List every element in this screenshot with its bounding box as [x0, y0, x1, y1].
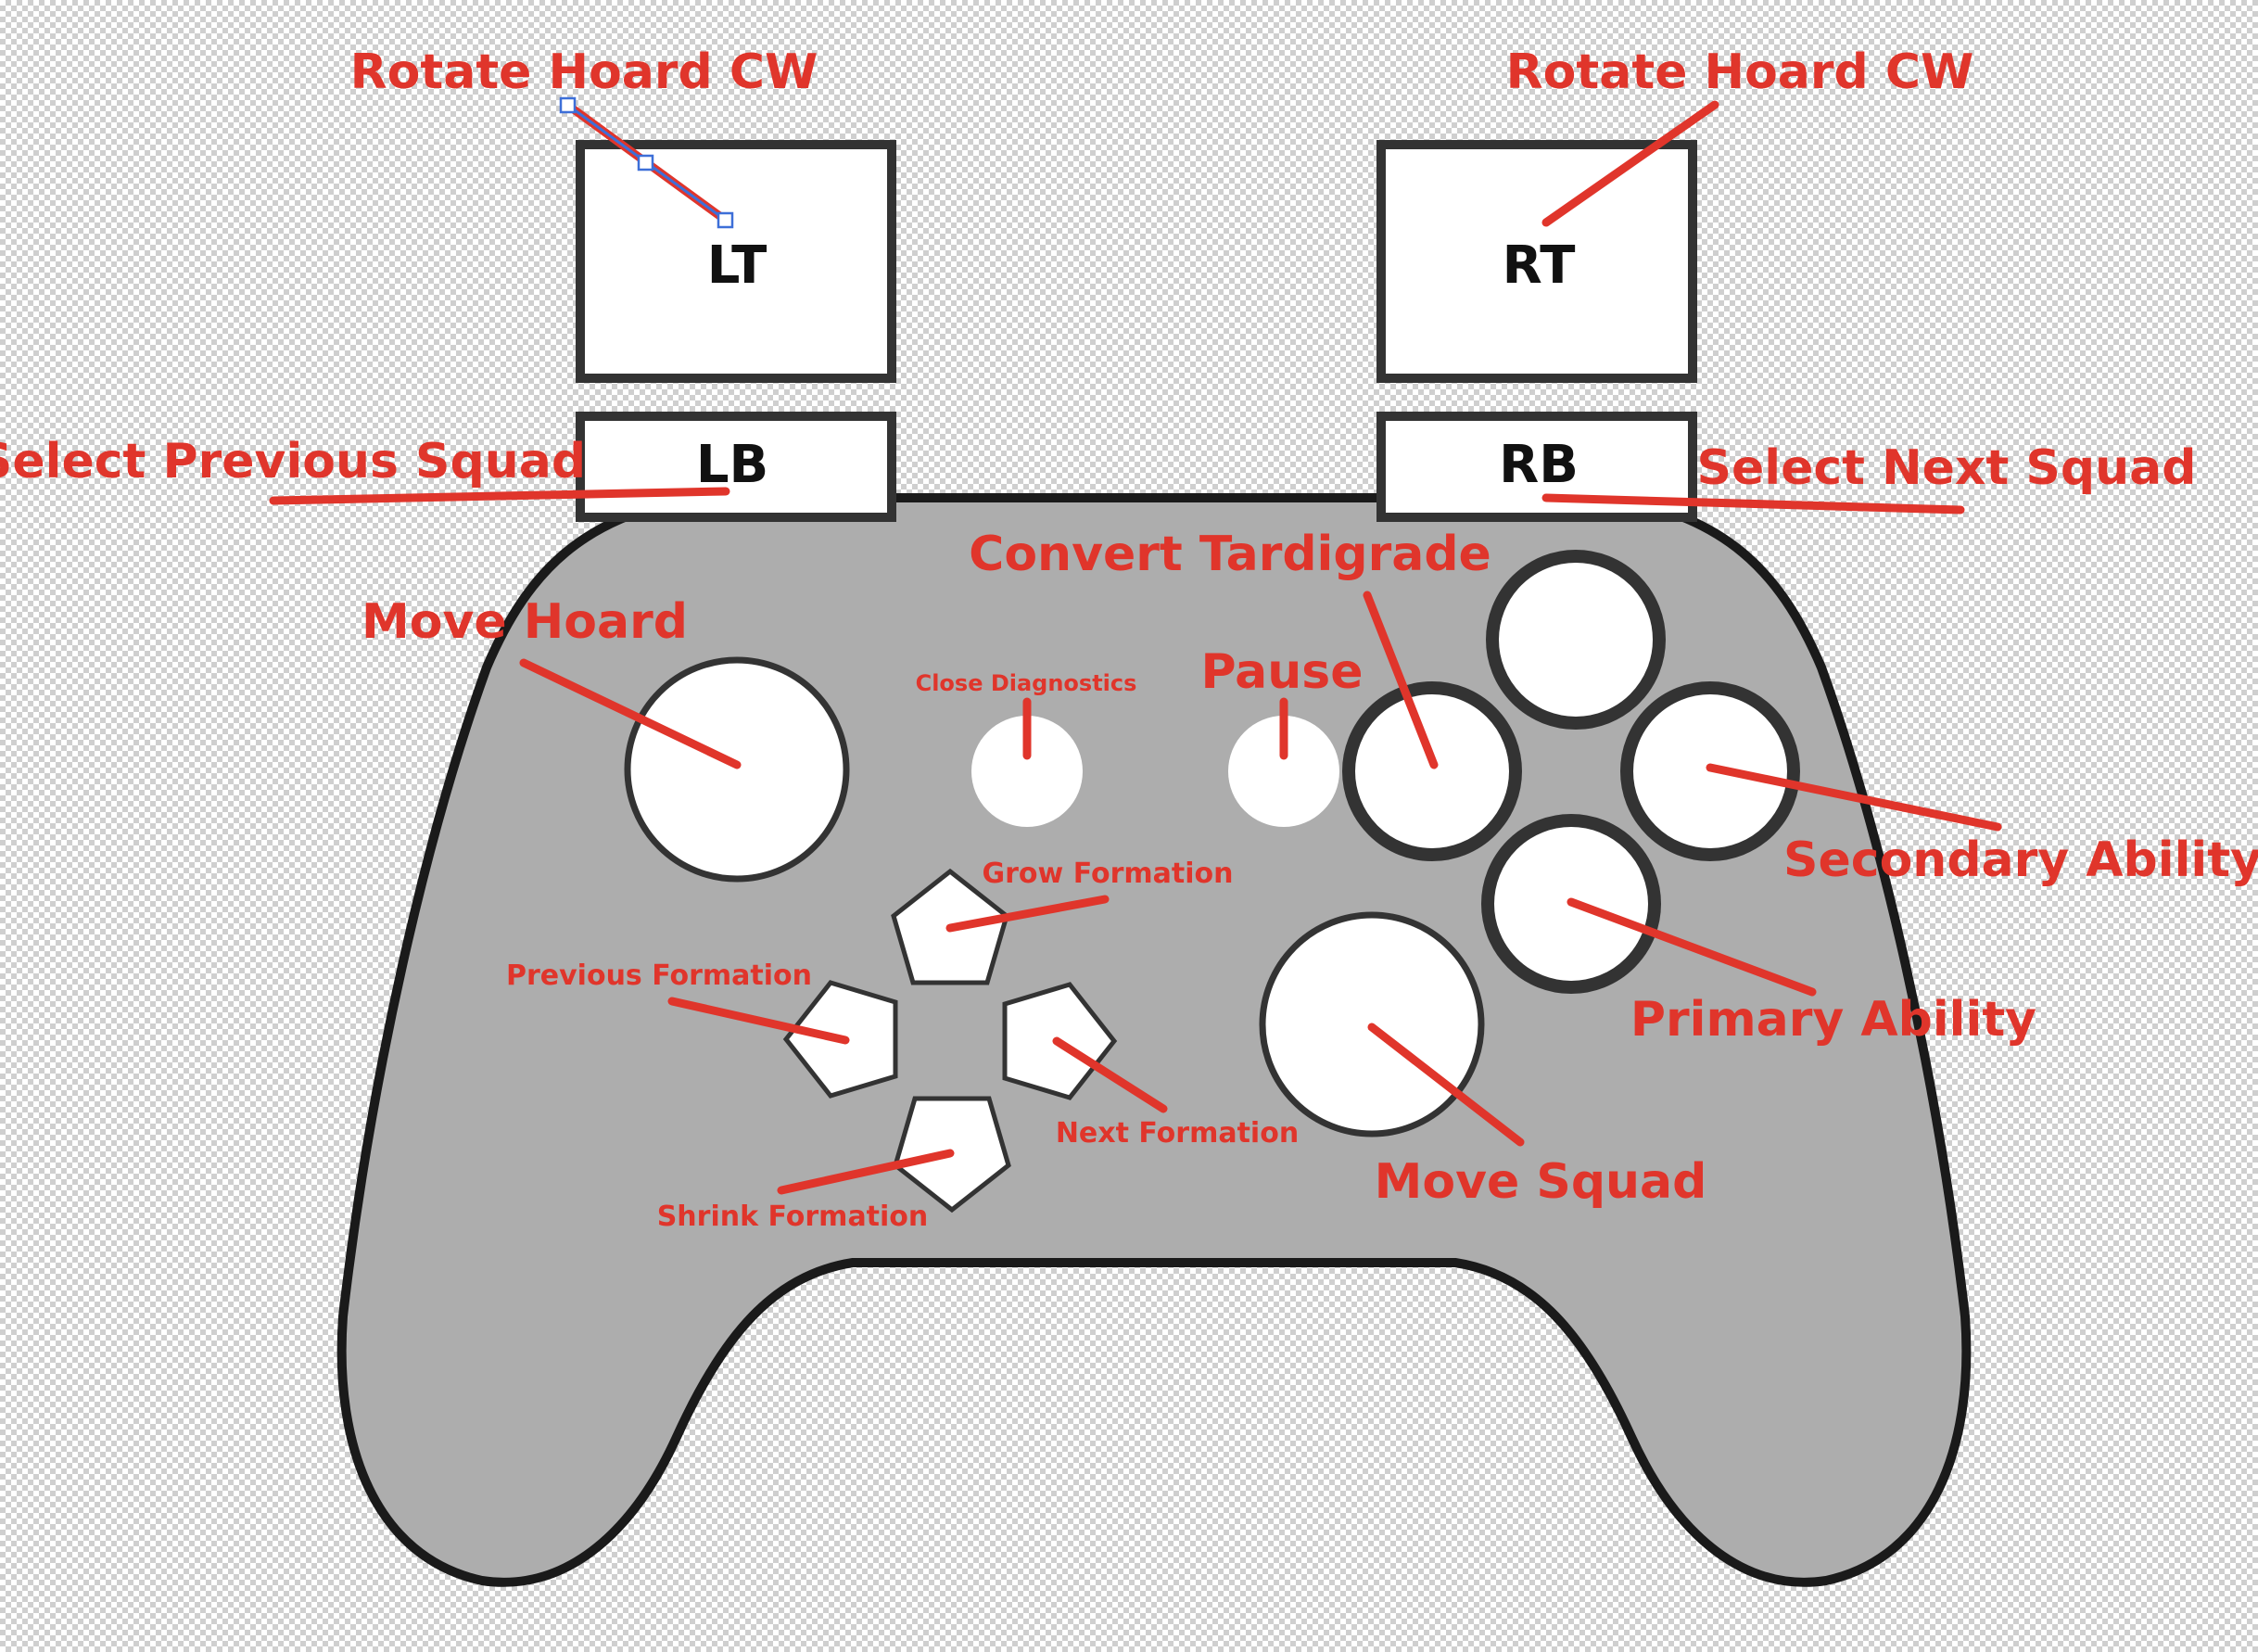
- selection-handle-start[interactable]: [559, 96, 577, 114]
- callout-line-face-bottom: [1567, 897, 1817, 997]
- callout-line-left-stick: [519, 658, 742, 769]
- lb-button[interactable]: [576, 412, 896, 522]
- callout-line-face-left: [1363, 591, 1439, 769]
- rt-label: RT: [1503, 235, 1576, 296]
- callout-dpad-up: Grow Formation: [983, 858, 1234, 890]
- callout-line-right-stick: [1367, 1023, 1525, 1147]
- start-button[interactable]: [1228, 716, 1339, 827]
- face-button-top[interactable]: [1486, 550, 1666, 730]
- callout-line-rb: [1541, 493, 1965, 515]
- callout-face-bottom: Primary Ability: [1630, 992, 2036, 1048]
- callout-rt: Rotate Hoard CW: [1506, 44, 1974, 100]
- callout-line-dpad-up: [945, 895, 1110, 933]
- callout-face-right: Secondary Ability: [1783, 832, 2258, 888]
- face-button-left[interactable]: [1342, 681, 1522, 861]
- rt-button[interactable]: [1376, 140, 1697, 383]
- callout-dpad-right: Next Formation: [1056, 1117, 1299, 1150]
- callout-line-face-right: [1706, 763, 2002, 832]
- selection-handle-mid[interactable]: [637, 154, 654, 172]
- callout-right-stick: Move Squad: [1375, 1154, 1707, 1210]
- callout-lb: Select Previous Squad: [0, 434, 586, 489]
- callout-back: Close Diagnostics: [916, 670, 1137, 696]
- callout-line-lb: [269, 487, 730, 505]
- selection-handle-end[interactable]: [717, 211, 734, 229]
- lt-button[interactable]: [576, 140, 896, 383]
- callout-rb: Select Next Squad: [1697, 440, 2197, 496]
- selection-handles[interactable]: [559, 96, 734, 229]
- callout-left-stick: Move Hoard: [362, 594, 688, 650]
- callout-lt: Rotate Hoard CW: [350, 44, 818, 100]
- rb-label: RB: [1499, 435, 1579, 495]
- callout-line-dpad-right: [1052, 1036, 1168, 1113]
- callout-start: Pause: [1200, 644, 1363, 700]
- callout-dpad-left: Previous Formation: [506, 959, 812, 992]
- callout-line-dpad-down: [777, 1149, 955, 1195]
- lb-label: LB: [696, 435, 768, 495]
- callout-dpad-down: Shrink Formation: [657, 1201, 929, 1233]
- callout-line-dpad-left: [667, 997, 850, 1045]
- callout-line-rt: [1541, 100, 1719, 227]
- back-button[interactable]: [971, 716, 1083, 827]
- lt-label: LT: [707, 235, 767, 296]
- callout-face-left: Convert Tardigrade: [969, 527, 1491, 582]
- left-stick[interactable]: [624, 656, 850, 883]
